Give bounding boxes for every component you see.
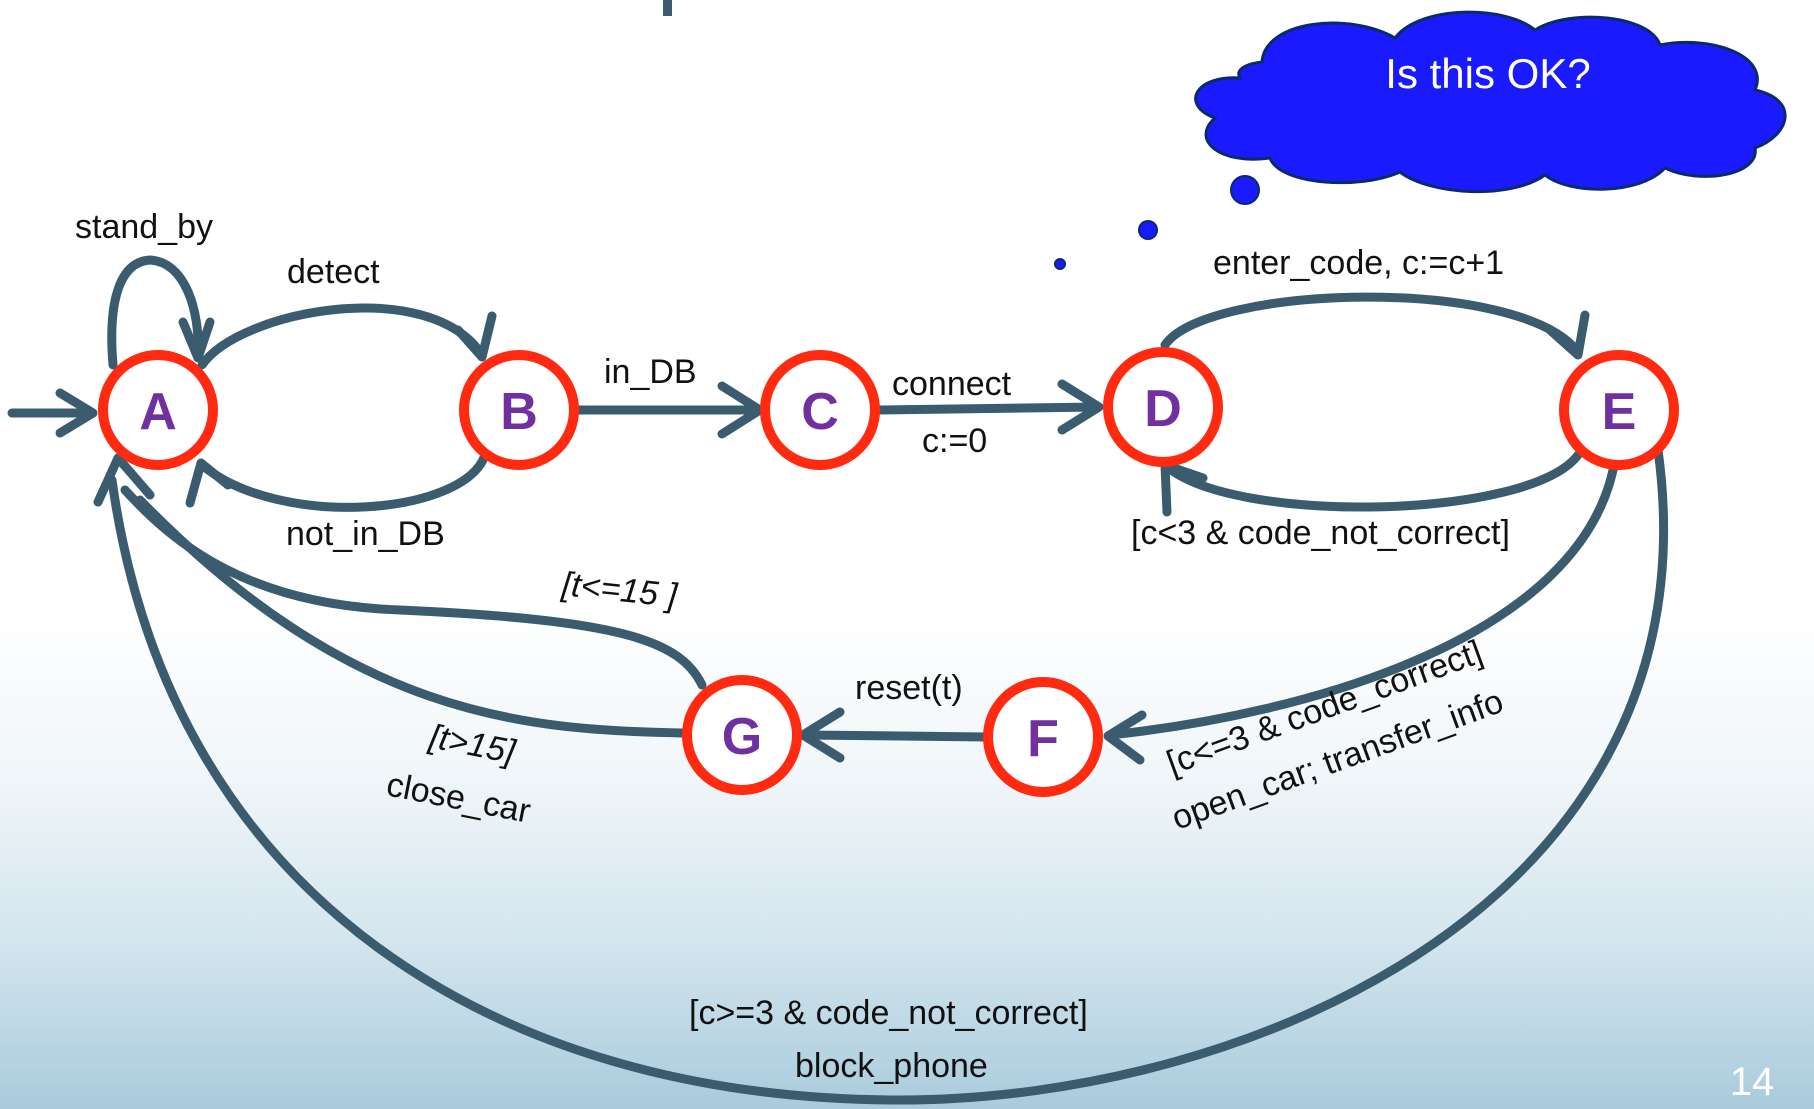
top-edge-fragment [663,0,672,16]
edge-stand-by [107,255,203,370]
initial-arrowhead [55,388,98,438]
label-reset: reset(t) [855,669,963,707]
edge-not-in-db [197,450,490,512]
state-d: D [1103,347,1223,467]
edge-block-phone [107,445,1668,1105]
thought-dot-large [1230,175,1260,205]
state-c: C [760,350,880,470]
page-number: 14 [1730,1060,1775,1104]
label-retry-guard: [c<3 & code_not_correct] [1131,514,1510,552]
state-a-label: A [139,383,177,441]
arrowhead-reset [798,707,845,763]
state-a: A [98,350,218,470]
label-close-guard: [t>15] [425,717,519,771]
state-g-label: G [722,708,762,766]
state-g: G [682,675,802,795]
edge-connect [873,402,1102,415]
label-detect: detect [287,253,380,291]
state-b: B [459,350,579,470]
thought-dot-medium [1138,220,1158,240]
state-f-label: F [1027,710,1059,768]
label-block-guard: [c>=3 & code_not_correct] [689,994,1088,1032]
edge-retry [1160,450,1583,512]
label-connect: connect [892,365,1012,403]
arrowhead-into-a [93,453,155,507]
arrowhead-code-correct [1103,710,1147,765]
arrowhead-stand-by [178,317,215,363]
label-block-action: block_phone [795,1047,988,1085]
edge-enter-code [1160,292,1583,357]
label-in-db: in_DB [604,353,697,391]
state-d-label: D [1144,380,1182,438]
thought-bubble: Is this OK? [1054,10,1787,270]
label-close-action: close_car [383,766,533,831]
thought-cloud-icon [1194,10,1787,194]
label-stand-by: stand_by [75,208,213,246]
thought-bubble-text: Is this OK? [1385,50,1590,97]
arrowhead-detect [453,311,497,362]
edge-reset [800,730,992,742]
arrowhead-not-in-db [185,458,233,508]
state-e: E [1559,350,1679,470]
state-e-label: E [1602,383,1637,441]
edge-detect [197,303,487,370]
edge-code-correct [1105,455,1620,740]
label-not-in-db: not_in_DB [286,515,445,553]
label-enter-code: enter_code, c:=c+1 [1213,244,1504,282]
arrowhead-enter-code [1545,310,1590,360]
state-c-label: C [801,383,839,441]
arrowhead-connect [1057,379,1104,435]
label-connect-reset: c:=0 [922,422,987,460]
state-f: F [983,677,1103,797]
thought-dot-small [1054,258,1066,270]
label-g-to-a-guard: [t<=15 ] [559,565,680,615]
edge-close-car [135,495,687,738]
state-b-label: B [500,383,538,441]
